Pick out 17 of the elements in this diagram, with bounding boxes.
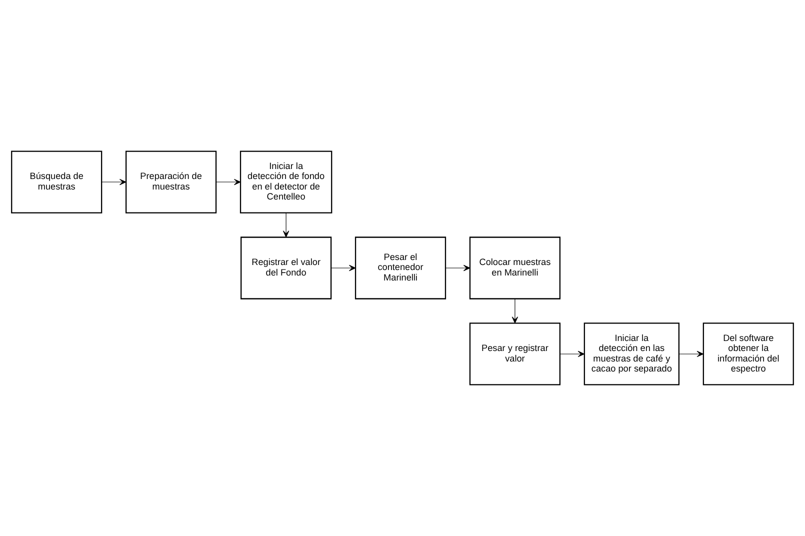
arrow	[560, 350, 585, 358]
arrow	[678, 350, 704, 358]
arrow	[512, 298, 518, 324]
node-box: Iniciar la detección en las muestras de café y cacao por separado	[584, 322, 680, 386]
node-box: Pesar y registrar valor	[469, 322, 560, 386]
arrow	[101, 178, 126, 186]
node-box: Del software obtener la información del espectro	[702, 322, 794, 386]
node-box: Colocar muestras en Marinelli	[469, 236, 560, 300]
node-box: Registrar el valor del Fondo	[240, 236, 332, 300]
node-box: Pesar el contenedor Marinelli	[354, 236, 446, 300]
node-box: Preparación de muestras	[126, 150, 217, 214]
node-box: Búsqueda de muestras	[11, 150, 102, 214]
node-box: Iniciar la detección de fondo en el detector de Centelleo	[240, 150, 332, 214]
arrow	[216, 178, 241, 186]
arrow	[445, 264, 470, 272]
arrow	[330, 264, 356, 272]
arrow	[282, 212, 290, 238]
